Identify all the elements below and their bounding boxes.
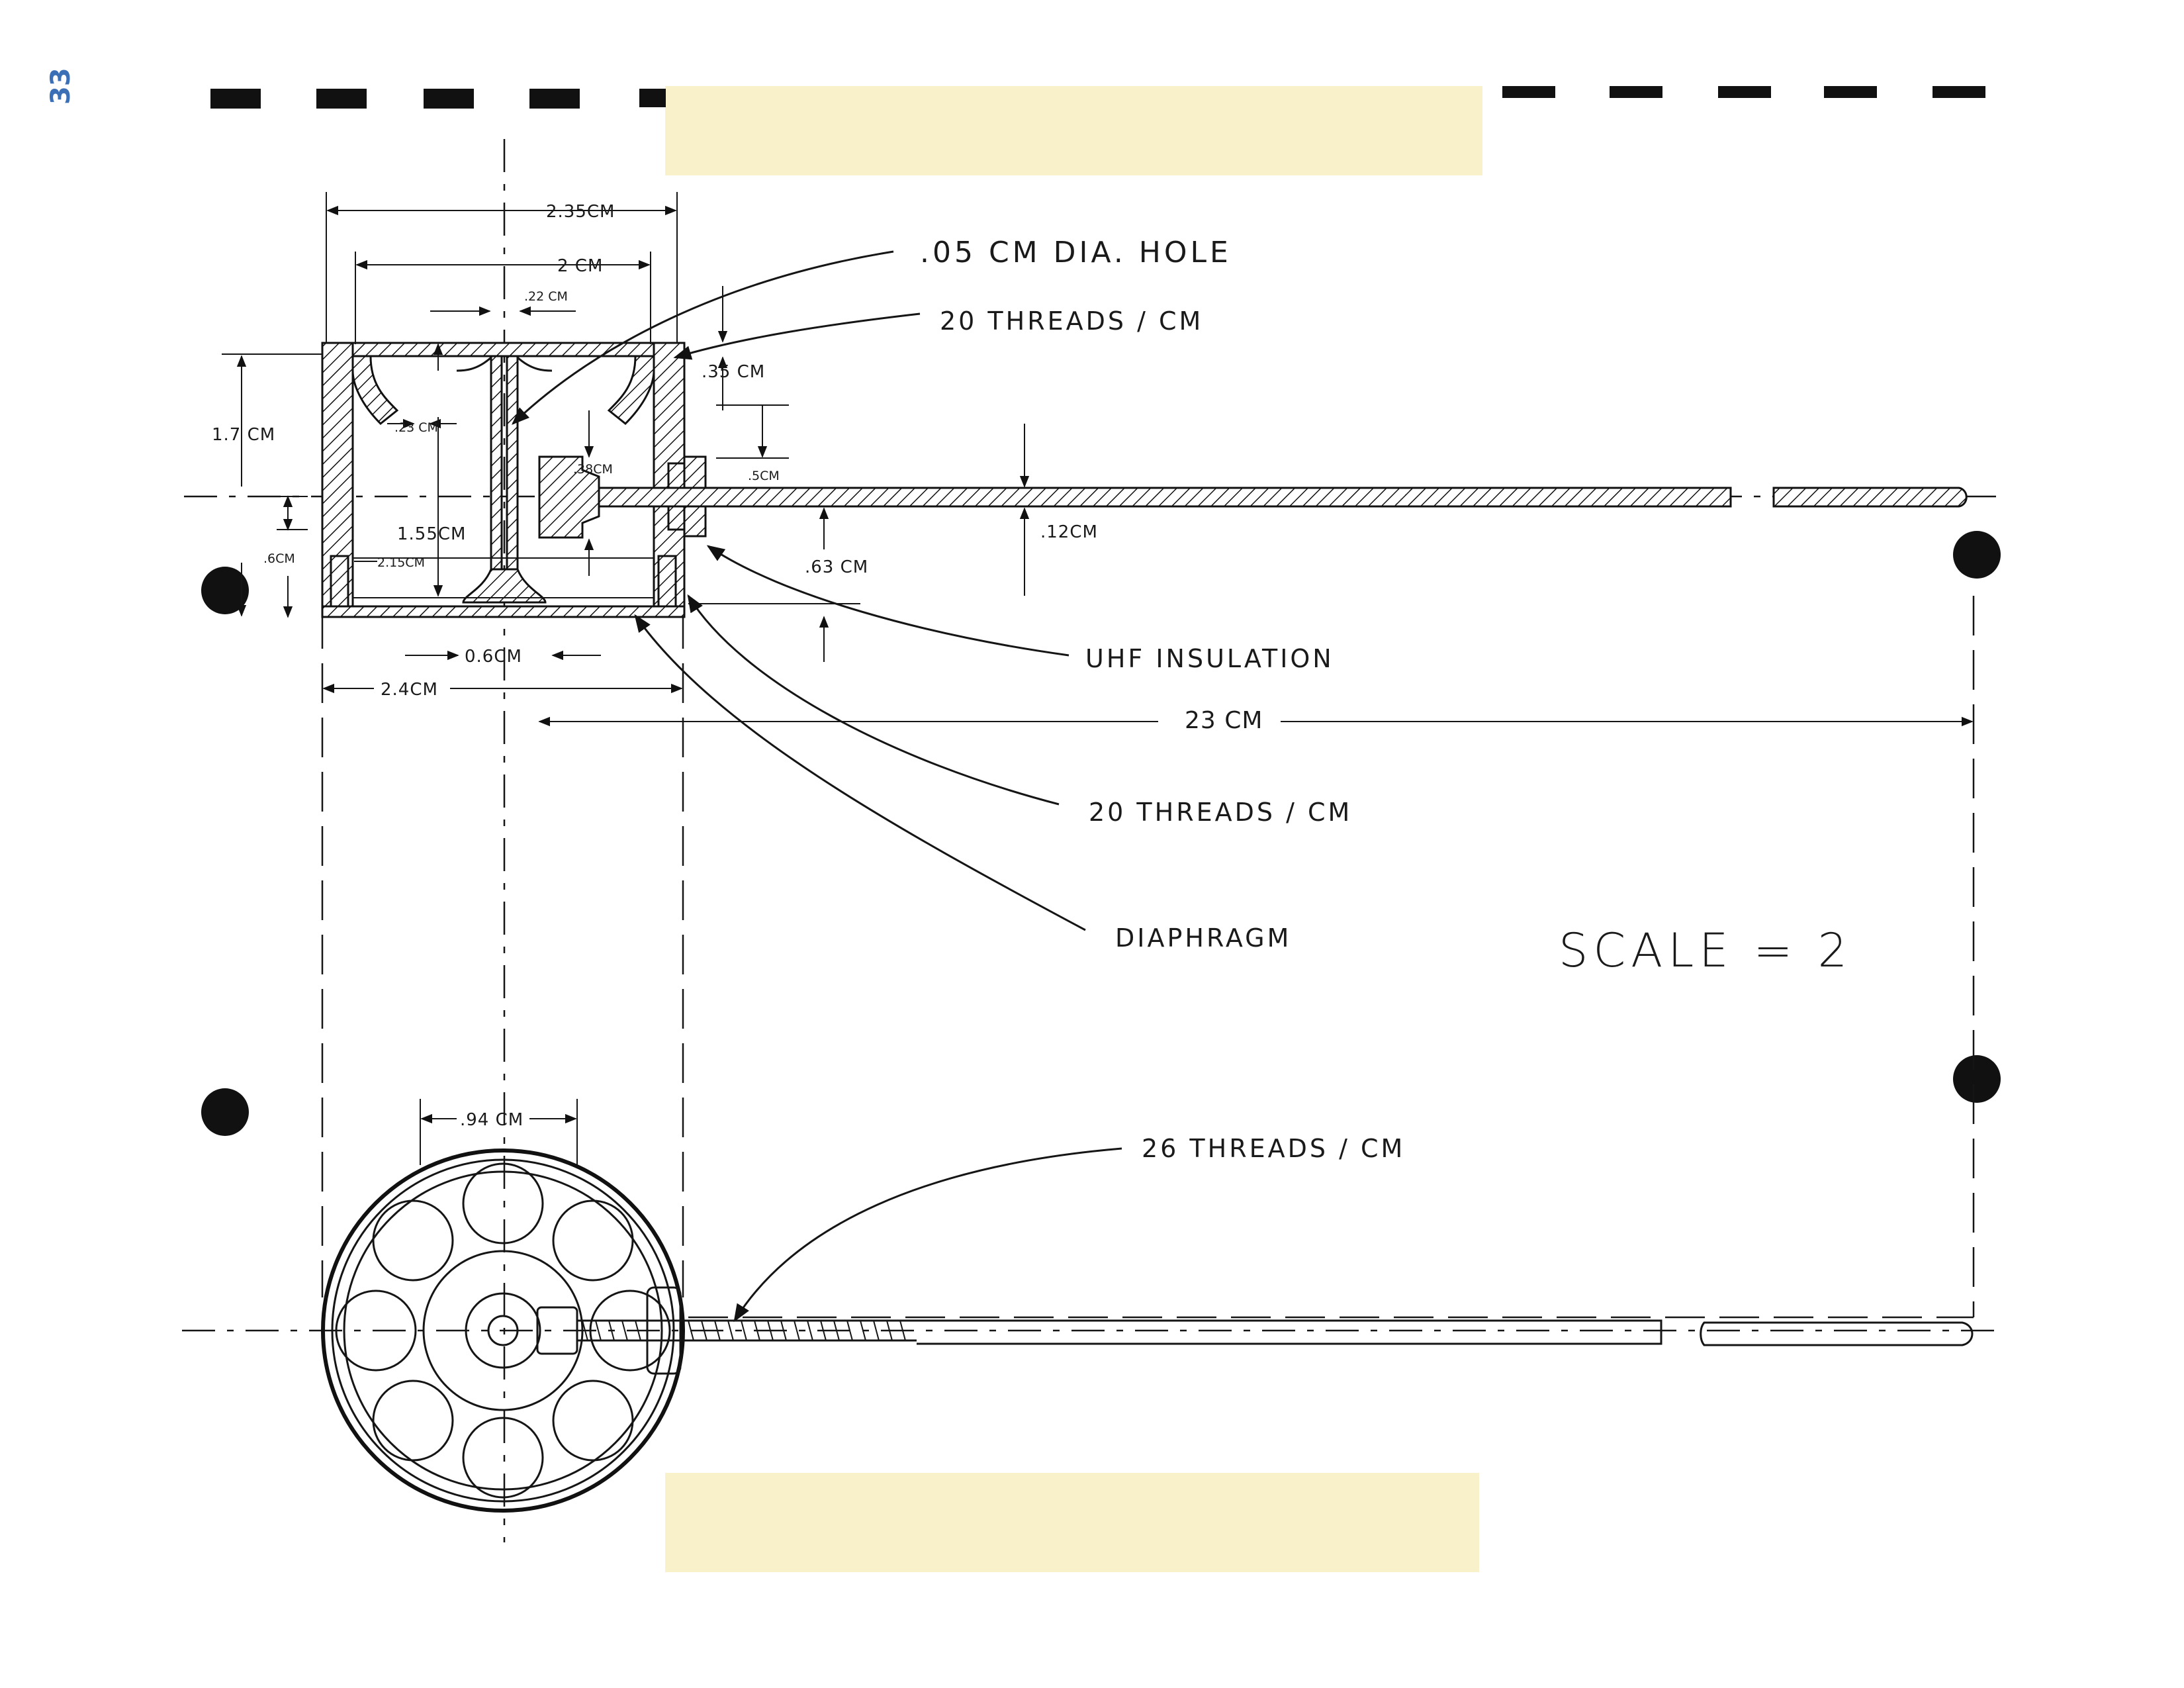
dim-inner-width: 2 CM [557, 256, 603, 276]
section-dimensions: 2.35CM 2 CM .22 CM .35 CM 1.7 CM .23 CM … [212, 192, 1974, 734]
dim-stem-flange: .38CM [573, 462, 613, 477]
callout-threads-top: 20 THREADS / CM [940, 306, 1203, 336]
callout-leaders [512, 250, 1122, 1323]
binder-holes [201, 531, 2001, 1136]
dim-center-gap: 0.6CM [465, 647, 522, 667]
tape-strips [665, 86, 1482, 1572]
callout-uhf-insulation: UHF INSULATION [1085, 644, 1334, 673]
section-view [184, 139, 2005, 1542]
dim-inner-dia: 2.15CM [377, 555, 425, 570]
callout-diaphragm: DIAPHRAGM [1115, 923, 1291, 953]
top-registration-marks [210, 86, 1985, 109]
callout-threads-mid: 20 THREADS / CM [1089, 798, 1352, 827]
page-number: 33 [46, 68, 76, 105]
dim-base-gap: .6CM [263, 551, 295, 566]
dim-total-width: 2.4CM [381, 680, 438, 700]
end-view-dimensions: .94 CM [420, 1099, 578, 1165]
dim-hole-spacing: .94 CM [460, 1110, 523, 1130]
dim-inner-height: 1.55CM [397, 524, 466, 544]
dim-rod-dia: .12CM [1040, 522, 1098, 542]
dim-height: 1.7 CM [212, 425, 275, 445]
dim-recess: .23 CM [394, 420, 438, 435]
dim-post-width: .22 CM [524, 289, 568, 304]
dim-nut-height: .63 CM [805, 557, 868, 577]
callout-threads-bottom: 26 THREADS / CM [1142, 1134, 1405, 1163]
scale-note: SCALE = 2 [1559, 923, 1852, 978]
dim-rod-length: 23 CM [1185, 707, 1263, 734]
callout-hole: .05 CM DIA. HOLE [920, 236, 1232, 269]
dim-wall-offset: .35 CM [702, 362, 765, 382]
dim-nut: .5CM [748, 469, 780, 483]
dim-outer-width: 2.35CM [546, 202, 615, 222]
end-view [182, 1149, 2005, 1513]
